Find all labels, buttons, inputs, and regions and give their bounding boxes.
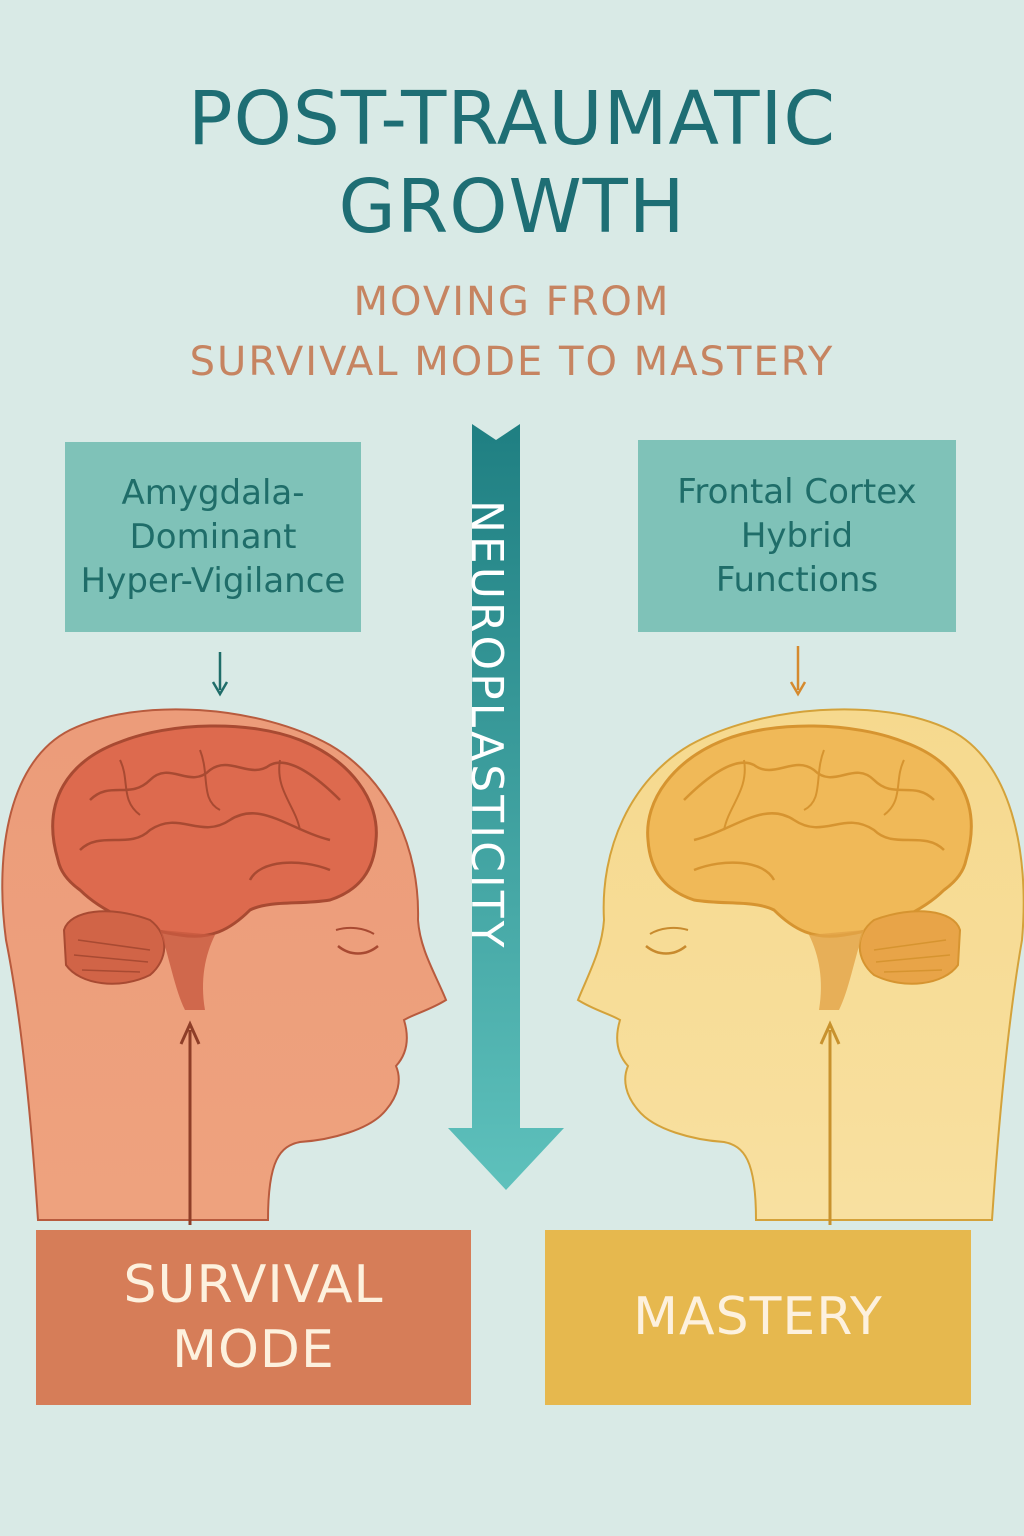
survival-mode-line-2: MODE xyxy=(172,1319,335,1380)
subtitle-line-1: MOVING FROM xyxy=(353,279,671,325)
left-down-arrow xyxy=(211,652,229,697)
frontal-label-line-1: Frontal Cortex xyxy=(677,471,917,512)
amygdala-label-box: Amygdala- Dominant Hyper-Vigilance xyxy=(65,442,361,632)
frontal-label-line-2: Hybrid xyxy=(740,515,854,556)
survival-mode-box: SURVIVAL MODE xyxy=(36,1230,471,1405)
mastery-box: MASTERY xyxy=(545,1230,971,1405)
left-head-survival xyxy=(1,708,448,1225)
right-head-mastery xyxy=(576,708,1024,1225)
frontal-cortex-label-box: Frontal Cortex Hybrid Functions xyxy=(638,440,956,632)
survival-mode-line-1: SURVIVAL xyxy=(123,1254,384,1315)
amygdala-label-line-2: Dominant xyxy=(129,516,297,557)
frontal-label-line-3: Functions xyxy=(715,560,879,601)
amygdala-label-line-3: Hyper-Vigilance xyxy=(80,561,346,602)
amygdala-label-line-1: Amygdala- xyxy=(121,472,305,513)
right-down-arrow xyxy=(789,646,807,697)
title-line-1: POST-TRAUMATIC xyxy=(188,76,836,162)
mastery-label: MASTERY xyxy=(633,1287,883,1347)
neuroplasticity-arrow xyxy=(448,424,564,1190)
neuroplasticity-label: NEUROPLASTICITY xyxy=(461,500,512,951)
title-line-2: GROWTH xyxy=(338,164,686,250)
subtitle-line-2: SURVIVAL MODE TO MASTERY xyxy=(189,339,835,385)
